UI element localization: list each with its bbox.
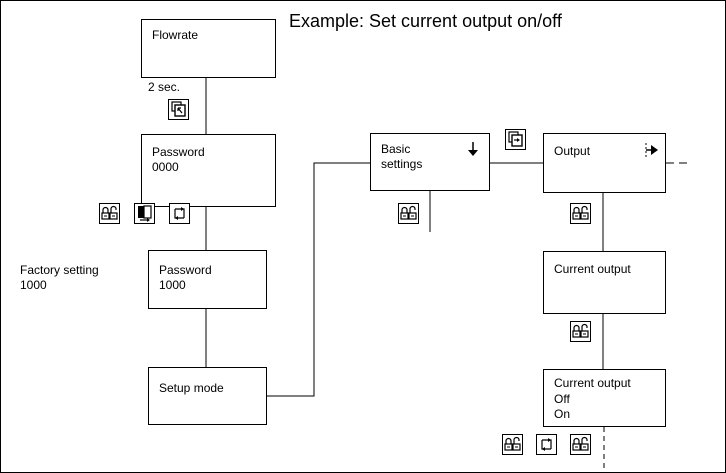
box-text: settings <box>381 157 423 171</box>
line-setup-basic <box>267 162 370 397</box>
cursor-key-icon <box>134 203 155 224</box>
box-text: Off <box>554 392 570 406</box>
factory-note-line: Factory setting <box>20 263 99 277</box>
box-text: Password <box>152 145 205 159</box>
right-arrow-icon <box>645 143 658 157</box>
lock-key-icon <box>398 203 419 224</box>
password-factory-box: Password 1000 <box>148 250 267 309</box>
select-key-icon <box>505 129 526 150</box>
basic-settings-box: Basic settings <box>370 133 490 191</box>
down-arrow-icon <box>468 142 478 156</box>
diagram-title: Example: Set current output on/off <box>289 11 562 31</box>
output-box: Output <box>543 133 666 193</box>
scroll-arrows-icon <box>536 434 557 455</box>
password-entry-box: Password 0000 <box>141 134 276 207</box>
current-output-box: Current output <box>543 251 666 314</box>
current-output-options-box: Current output Off On <box>543 369 666 427</box>
setup-mode-box: Setup mode <box>148 367 267 425</box>
box-text: Setup mode <box>159 381 224 395</box>
box-text: On <box>554 407 571 421</box>
lock-key-icon <box>570 434 591 455</box>
factory-setting-note: Factory setting 1000 <box>20 263 99 293</box>
box-text: Current output <box>554 262 631 276</box>
box-text: 0000 <box>152 160 179 174</box>
box-text: Output <box>554 144 591 158</box>
box-text: 1000 <box>159 278 186 292</box>
hold-note: 2 sec. <box>148 80 181 94</box>
lock-key-icon <box>99 203 120 224</box>
factory-note-line: 1000 <box>20 278 47 292</box>
box-text: Current output <box>554 376 631 390</box>
box-text: Password <box>159 263 212 277</box>
scroll-arrows-icon <box>169 203 190 224</box>
box-text: Basic <box>381 142 411 156</box>
lock-key-icon <box>570 321 591 342</box>
flowrate-box: Flowrate <box>141 19 276 78</box>
box-text: Flowrate <box>152 28 199 42</box>
lock-key-icon <box>502 434 523 455</box>
hold-key-icon <box>168 99 189 120</box>
lock-key-icon <box>570 203 591 224</box>
